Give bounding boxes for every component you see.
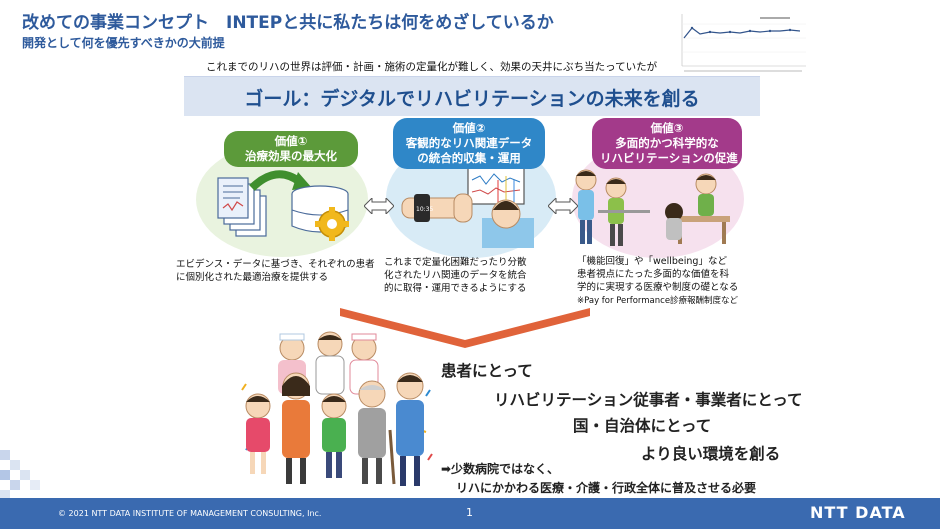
footer-bar: [0, 498, 940, 529]
person-girl-icon: [245, 393, 271, 474]
value-1-description: エビデンス・データに基づき、それぞれの患者 に個別化された最適治療を提供する: [176, 259, 375, 283]
value-3-footnote: ※Pay for Performance診療報酬制度など: [577, 296, 739, 306]
person-doctor-icon: [315, 331, 345, 395]
person-woman-icon: [282, 372, 310, 484]
value-3-tag: 価値③ 多面的かつ科学的な リハビリテーションの促進: [592, 118, 742, 169]
person-boy-icon: [321, 393, 347, 478]
value-3-number: 価値③: [650, 121, 684, 135]
value-1-tag: 価値① 治療効果の最大化: [224, 131, 358, 167]
value-3-title-line1: 多面的かつ科学的な: [615, 136, 719, 150]
person-elderly-man-icon: [358, 380, 396, 485]
document-stack-icon: [217, 177, 267, 237]
value-2-title-line2: の統合的収集・運用: [417, 151, 521, 165]
pixel-decoration: [0, 450, 40, 500]
value-2-description: これまで定量化困難だったり分散 化されたリハ関連のデータを統合 的に取得・運用で…: [384, 257, 527, 294]
double-arrow-icon: [364, 198, 394, 214]
value-1-title: 治療効果の最大化: [245, 149, 337, 163]
value-3-title-line2: リハビリテーションの促進: [600, 151, 738, 165]
therapist-figure-icon: [575, 169, 597, 244]
message-government: 国・自治体にとって: [573, 417, 712, 435]
message-rehab-workers: リハビリテーション従事者・事業者にとって: [494, 391, 803, 409]
gear-icon: [315, 207, 349, 241]
value-2-tag: 価値② 客観的なリハ関連データ の統合的収集・運用: [393, 118, 545, 169]
parallel-bars-icon: [598, 210, 650, 213]
page-title: 改めての事業コンセプト INTEPと共に私たちは何をめざしているか: [22, 13, 554, 33]
conclusion-line-2: リハにかかわる医療・介護・行政全体に普及させる必要: [456, 481, 757, 495]
ntt-data-logo: NTT DATA: [810, 503, 906, 522]
person-man-icon: [396, 372, 424, 486]
people-group-illustration: [241, 331, 433, 486]
arm-with-smartwatch-icon: 10:35: [401, 193, 473, 223]
value-1-number: 価値①: [274, 134, 308, 148]
page-subtitle: 開発として何を優先すべきかの大前提: [22, 36, 225, 50]
patient-with-electrodes-icon: [482, 176, 534, 248]
svg-text:10:35: 10:35: [416, 206, 433, 213]
mini-chart-thumbnail: [660, 4, 810, 76]
value-2-title-line1: 客観的なリハ関連データ: [405, 136, 533, 150]
conclusion-line-1: ➡少数病院ではなく、: [441, 462, 560, 476]
goal-band: [184, 76, 760, 116]
value-3-description: 「機能回復」や「wellbeing」など 患者視点にたった多面的な価値を科 学的…: [577, 256, 739, 293]
copyright-text: © 2021 NTT DATA INSTITUTE OF MANAGEMENT …: [58, 509, 322, 518]
page-number: 1: [466, 506, 473, 519]
doctor-at-desk-icon: [665, 173, 730, 244]
value-2-number: 価値②: [452, 121, 486, 135]
rehabilitation-scene-illustration: [575, 169, 730, 246]
documents-to-database-illustration: [217, 170, 349, 241]
patient-walking-figure-icon: [605, 177, 627, 246]
green-curved-arrow-icon: [249, 170, 303, 191]
premise-text: これまでのリハの世界は評価・計画・施術の定量化が難しく、効果の天井にぶち当たって…: [206, 61, 658, 73]
convergence-chevron: [340, 308, 590, 348]
monitor-icon: [467, 167, 525, 205]
goal-text: ゴール：デジタルでリハビリテーションの未来を創る: [244, 88, 700, 110]
message-patients: 患者にとって: [441, 362, 533, 380]
message-better-environment: より良い環境を創る: [641, 445, 781, 463]
wearable-device-illustration: 10:35: [401, 167, 534, 248]
double-arrow-icon: [548, 198, 578, 214]
